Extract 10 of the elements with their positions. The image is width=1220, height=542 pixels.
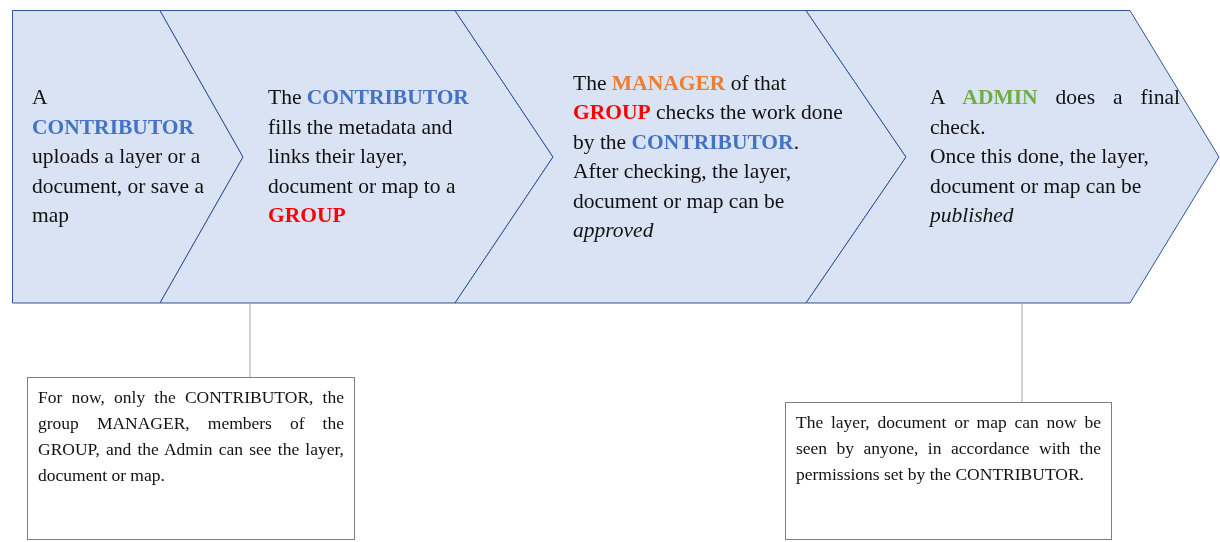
leader-line xyxy=(249,303,251,378)
step-text: The MANAGER of that GROUP checks the work done by the CONTRIBUTOR. xyxy=(573,69,844,156)
leader-line xyxy=(1021,303,1023,403)
note-box: For now, only the CONTRIBUTOR, the group MANAGER, members of the GROUP, and the Admin can see the layer, document or map. xyxy=(27,377,355,540)
step-text: A CONTRIBUTOR uploads a layer or a document, or save a map xyxy=(32,84,205,230)
step-text: The CONTRIBUTOR fills the metadata and links their layer, document or map to a GROUP xyxy=(268,84,470,230)
step-text: A ADMIN does a final check. xyxy=(930,84,1180,141)
note-box: The layer, document or map can now be seen by anyone, in accordance with the permissions set by the CONTRIBUTOR. xyxy=(785,402,1112,540)
step-text: Once this done, the layer, document or map can be published xyxy=(930,143,1150,230)
step-text: After checking, the layer, document or map can be approved xyxy=(573,158,793,244)
